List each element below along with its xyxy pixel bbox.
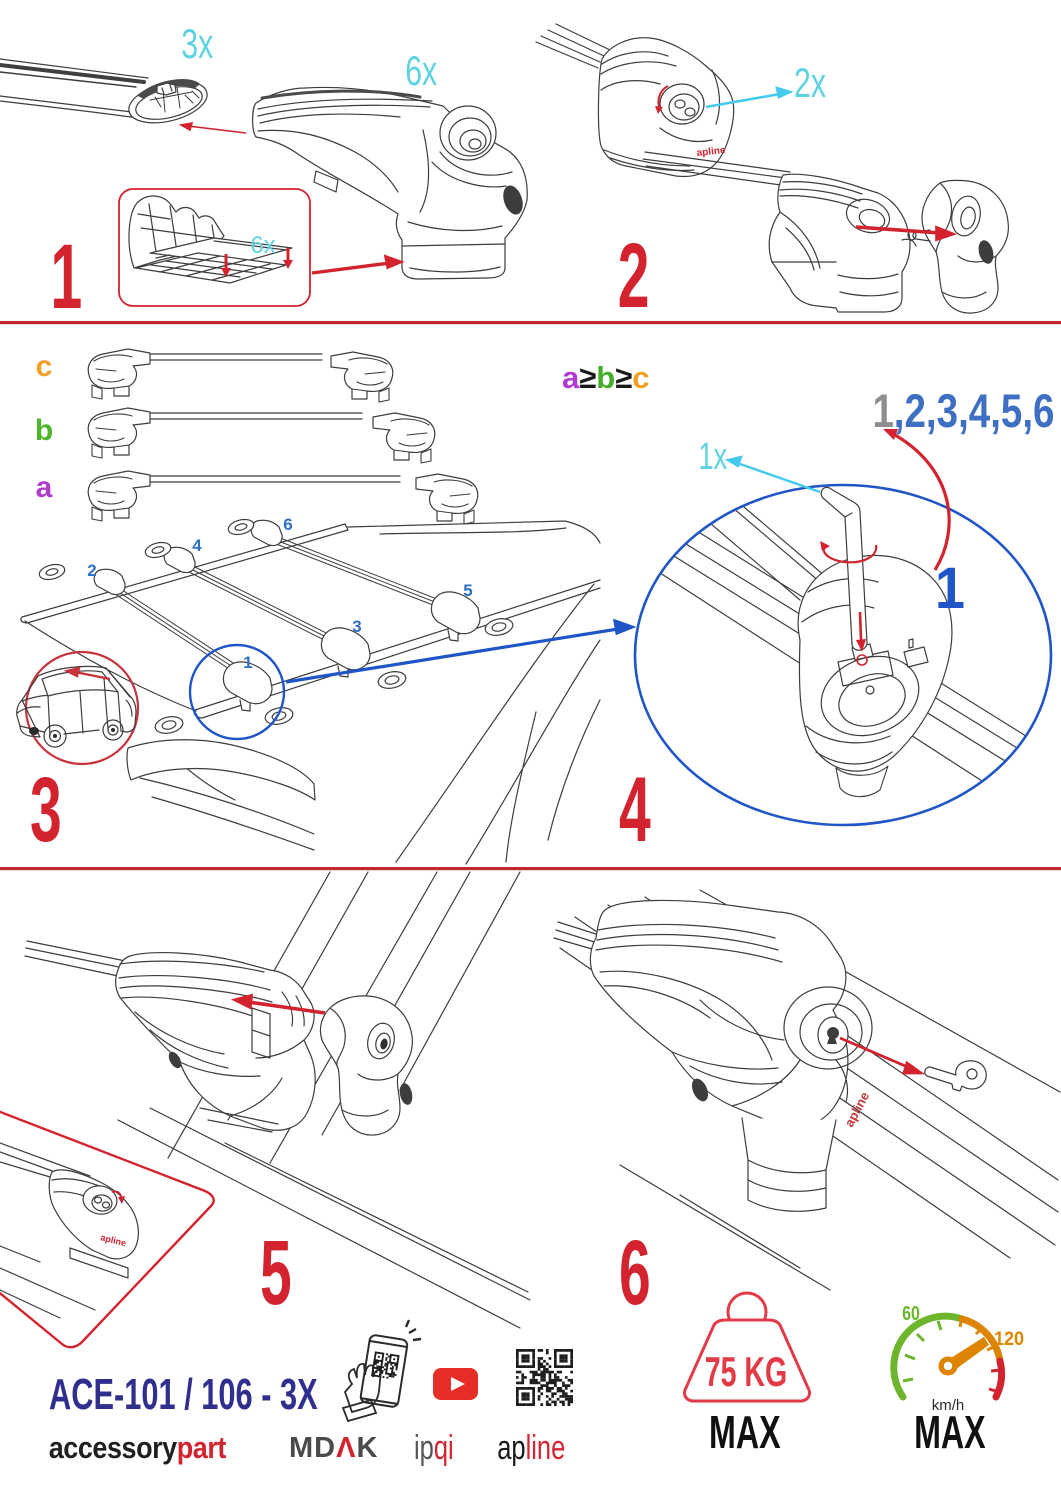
svg-text:75 KG: 75 KG [705, 1347, 788, 1395]
svg-text:3: 3 [30, 759, 62, 861]
svg-text:apline: apline [696, 145, 726, 159]
svg-text:6x: 6x [405, 47, 437, 94]
svg-text:1: 1 [50, 226, 82, 328]
svg-text:1: 1 [872, 385, 893, 437]
svg-text:b: b [35, 414, 53, 447]
svg-text:c: c [36, 350, 53, 383]
svg-text:1: 1 [935, 555, 965, 620]
svg-text:ipqi: ipqi [414, 1430, 454, 1467]
svg-text:a: a [36, 471, 53, 504]
svg-text:4: 4 [619, 759, 651, 861]
svg-text:3: 3 [352, 617, 361, 636]
svg-text:3x: 3x [181, 20, 213, 67]
svg-text:accessorypart: accessorypart [49, 1431, 227, 1465]
svg-text:MAX: MAX [914, 1407, 986, 1458]
svg-text:4: 4 [192, 536, 202, 555]
svg-text:120: 120 [994, 1328, 1024, 1350]
svg-text:MAX: MAX [709, 1407, 781, 1458]
svg-text:,2,3,4,5,6: ,2,3,4,5,6 [894, 385, 1055, 437]
svg-text:5: 5 [260, 1222, 292, 1324]
svg-text:1x: 1x [698, 436, 727, 478]
svg-text:ACE-101 / 106 - 3X: ACE-101 / 106 - 3X [49, 1371, 318, 1420]
svg-text:6x: 6x [250, 232, 275, 259]
svg-text:km/h: km/h [932, 1397, 965, 1414]
svg-text:5: 5 [463, 581, 472, 600]
svg-text:6: 6 [619, 1222, 651, 1324]
svg-text:a≥b≥c: a≥b≥c [562, 360, 649, 395]
svg-text:2: 2 [87, 561, 96, 580]
svg-text:60: 60 [902, 1302, 920, 1324]
svg-text:1: 1 [243, 653, 252, 672]
svg-text:MDΛK: MDΛK [289, 1432, 378, 1464]
svg-text:apline: apline [497, 1430, 565, 1467]
svg-text:2x: 2x [794, 59, 826, 106]
svg-text:6: 6 [283, 515, 292, 534]
svg-text:2: 2 [618, 225, 650, 327]
